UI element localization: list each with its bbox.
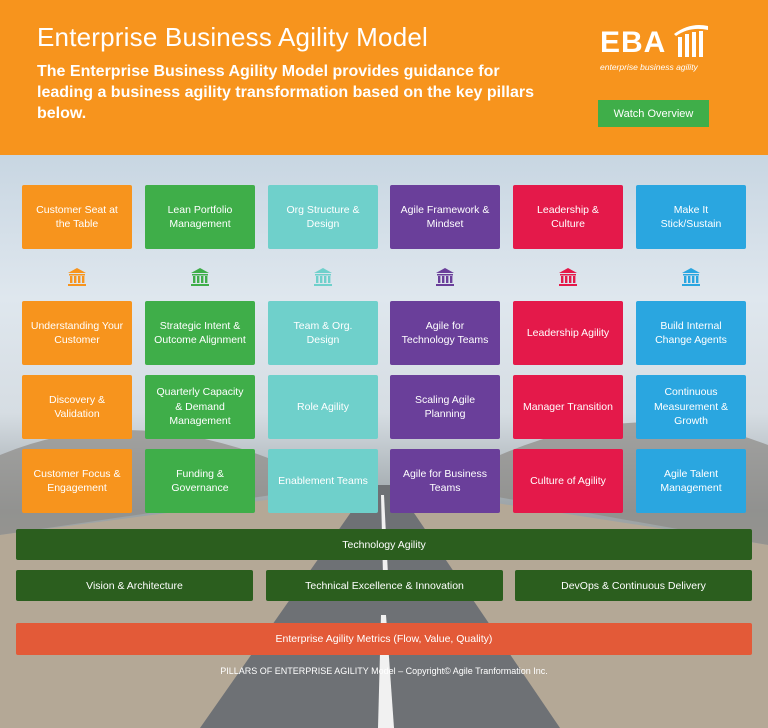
pillar-2-item-1[interactable]: Strategic Intent & Outcome Alignment	[145, 301, 255, 365]
page-subtitle: The Enterprise Business Agility Model pr…	[37, 63, 535, 122]
pillar-4-item-3[interactable]: Agile for Business Teams	[390, 449, 500, 513]
devops-bar[interactable]: DevOps & Continuous Delivery	[515, 570, 752, 601]
vision-architecture-label: Vision & Architecture	[86, 579, 183, 592]
page-title: Enterprise Business Agility Model	[37, 22, 429, 52]
pillar-1-item-3[interactable]: Customer Focus & Engagement	[22, 449, 132, 513]
pillar-4-item-1[interactable]: Agile for Technology Teams	[390, 301, 500, 365]
pillar-6-item-1[interactable]: Build Internal Change Agents	[636, 301, 746, 365]
logo-text: EBA	[600, 26, 667, 59]
pillar-3-item-2[interactable]: Role Agility	[268, 375, 378, 439]
pillar-6-item-2[interactable]: Continuous Measurement & Growth	[636, 375, 746, 439]
watch-overview-button[interactable]: Watch Overview	[598, 100, 709, 127]
pillar-3-item-3[interactable]: Enablement Teams	[268, 449, 378, 513]
technical-excellence-label: Technical Excellence & Innovation	[305, 579, 464, 592]
logo-tagline: enterprise business agility	[600, 62, 698, 72]
pillar-header-4[interactable]: Agile Framework & Mindset	[390, 185, 500, 249]
pillar-2-item-3[interactable]: Funding & Governance	[145, 449, 255, 513]
pillar-1-item-1[interactable]: Understanding Your Customer	[22, 301, 132, 365]
pillar-icon	[68, 268, 86, 286]
metrics-bar[interactable]: Enterprise Agility Metrics (Flow, Value,…	[16, 623, 752, 655]
technology-agility-label: Technology Agility	[342, 538, 426, 551]
pillar-4-item-2[interactable]: Scaling Agile Planning	[390, 375, 500, 439]
pillar-5-item-1[interactable]: Leadership Agility	[513, 301, 623, 365]
pillar-5-item-2[interactable]: Manager Transition	[513, 375, 623, 439]
pillar-icon	[191, 268, 209, 286]
pillar-icon	[436, 268, 454, 286]
pillar-2-item-2[interactable]: Quarterly Capacity & Demand Management	[145, 375, 255, 439]
pillar-header-5[interactable]: Leadership & Culture	[513, 185, 623, 249]
pillar-header-1[interactable]: Customer Seat at the Table	[22, 185, 132, 249]
pillar-header-2[interactable]: Lean Portfolio Management	[145, 185, 255, 249]
metrics-label: Enterprise Agility Metrics (Flow, Value,…	[275, 633, 493, 645]
eba-logo: EBA enterprise business agility	[598, 20, 728, 76]
technical-excellence-bar[interactable]: Technical Excellence & Innovation	[266, 570, 503, 601]
pillar-icon	[682, 268, 700, 286]
logo-pillars-icon	[674, 25, 708, 57]
copyright-footer: PILLARS OF ENTERPRISE AGILITY Model – Co…	[220, 666, 548, 676]
devops-label: DevOps & Continuous Delivery	[561, 579, 706, 592]
pillar-1-item-2[interactable]: Discovery & Validation	[22, 375, 132, 439]
vision-architecture-bar[interactable]: Vision & Architecture	[16, 570, 253, 601]
pillar-header-3[interactable]: Org Structure & Design	[268, 185, 378, 249]
pillar-icon	[559, 268, 577, 286]
pillar-6-item-3[interactable]: Agile Talent Management	[636, 449, 746, 513]
header-banner: Enterprise Business Agility Model The En…	[0, 0, 768, 155]
pillar-3-item-1[interactable]: Team & Org. Design	[268, 301, 378, 365]
pillar-5-item-3[interactable]: Culture of Agility	[513, 449, 623, 513]
pillar-header-6[interactable]: Make It Stick/Sustain	[636, 185, 746, 249]
pillar-icon	[314, 268, 332, 286]
technology-agility-bar[interactable]: Technology Agility	[16, 529, 752, 560]
